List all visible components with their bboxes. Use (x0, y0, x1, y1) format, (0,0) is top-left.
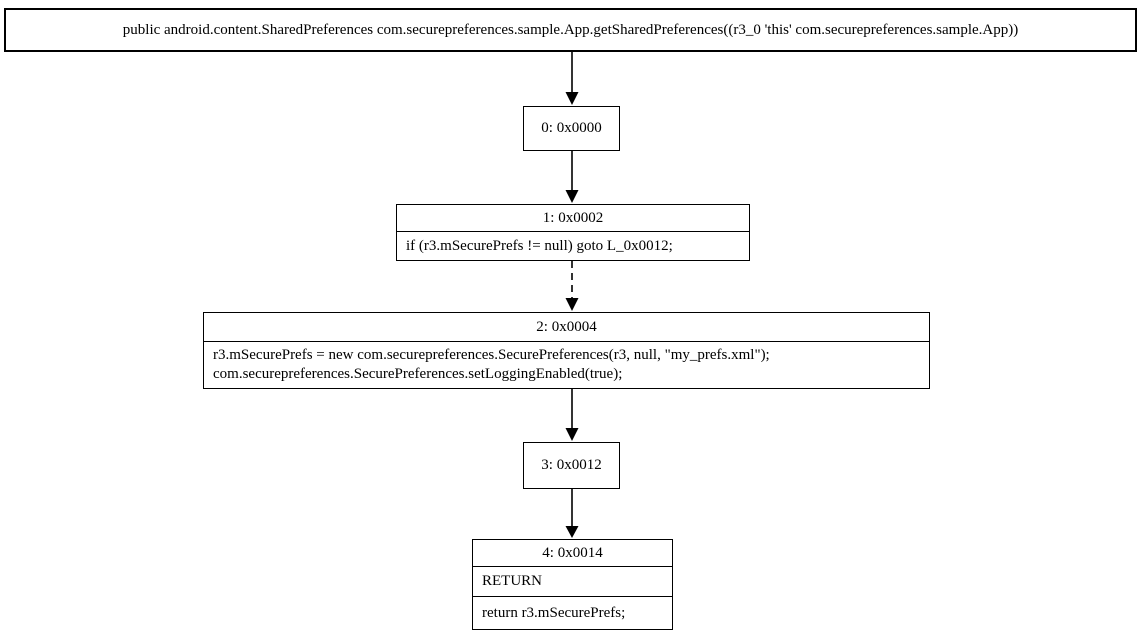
block-header-label: 3: 0x0012 (541, 457, 602, 473)
basic-block-3: 3: 0x0012 (523, 442, 620, 489)
edge-block1-block2-dashed (565, 261, 579, 311)
basic-block-4: 4: 0x0014 RETURN return r3.mSecurePrefs; (472, 539, 673, 630)
method-signature-text: public android.content.SharedPreferences… (122, 21, 1019, 38)
block-header-label: 1: 0x0002 (542, 209, 604, 226)
block-header-label: 0: 0x0000 (541, 120, 602, 136)
basic-block-1: 1: 0x0002 if (r3.mSecurePrefs != null) g… (396, 204, 750, 261)
edge-block0-block1 (565, 151, 579, 203)
basic-block-2: 2: 0x0004 r3.mSecurePrefs = new com.secu… (203, 312, 930, 389)
block-header: 4: 0x0014 (473, 540, 672, 567)
basic-block-0: 0: 0x0000 (523, 106, 620, 151)
block-type-label: RETURN (482, 573, 542, 589)
statement-text: return r3.mSecurePrefs; (482, 604, 626, 621)
arrowhead-icon (565, 298, 579, 311)
method-signature-node: public android.content.SharedPreferences… (4, 8, 1137, 52)
block-type-row: RETURN (473, 567, 672, 597)
arrowhead-icon (565, 190, 579, 203)
block-header: 2: 0x0004 (204, 313, 929, 342)
edge-block3-block4 (565, 489, 579, 538)
edge-block2-block3 (565, 389, 579, 441)
block-statements: r3.mSecurePrefs = new com.securepreferen… (204, 342, 929, 388)
block-header-label: 4: 0x0014 (542, 544, 603, 561)
block-statement: if (r3.mSecurePrefs != null) goto L_0x00… (397, 232, 749, 260)
block-header-label: 2: 0x0004 (536, 318, 597, 335)
arrowhead-icon (565, 526, 579, 538)
arrowhead-icon (565, 92, 579, 105)
block-header: 1: 0x0002 (397, 205, 749, 232)
arrowhead-icon (565, 428, 579, 441)
statement-text: com.securepreferences.SecurePreferences.… (213, 366, 623, 382)
block-statement: return r3.mSecurePrefs; (473, 597, 672, 629)
edge-entry-block0 (565, 52, 579, 105)
statement-text: if (r3.mSecurePrefs != null) goto L_0x00… (406, 237, 673, 254)
statement-text: r3.mSecurePrefs = new com.securepreferen… (213, 347, 770, 363)
